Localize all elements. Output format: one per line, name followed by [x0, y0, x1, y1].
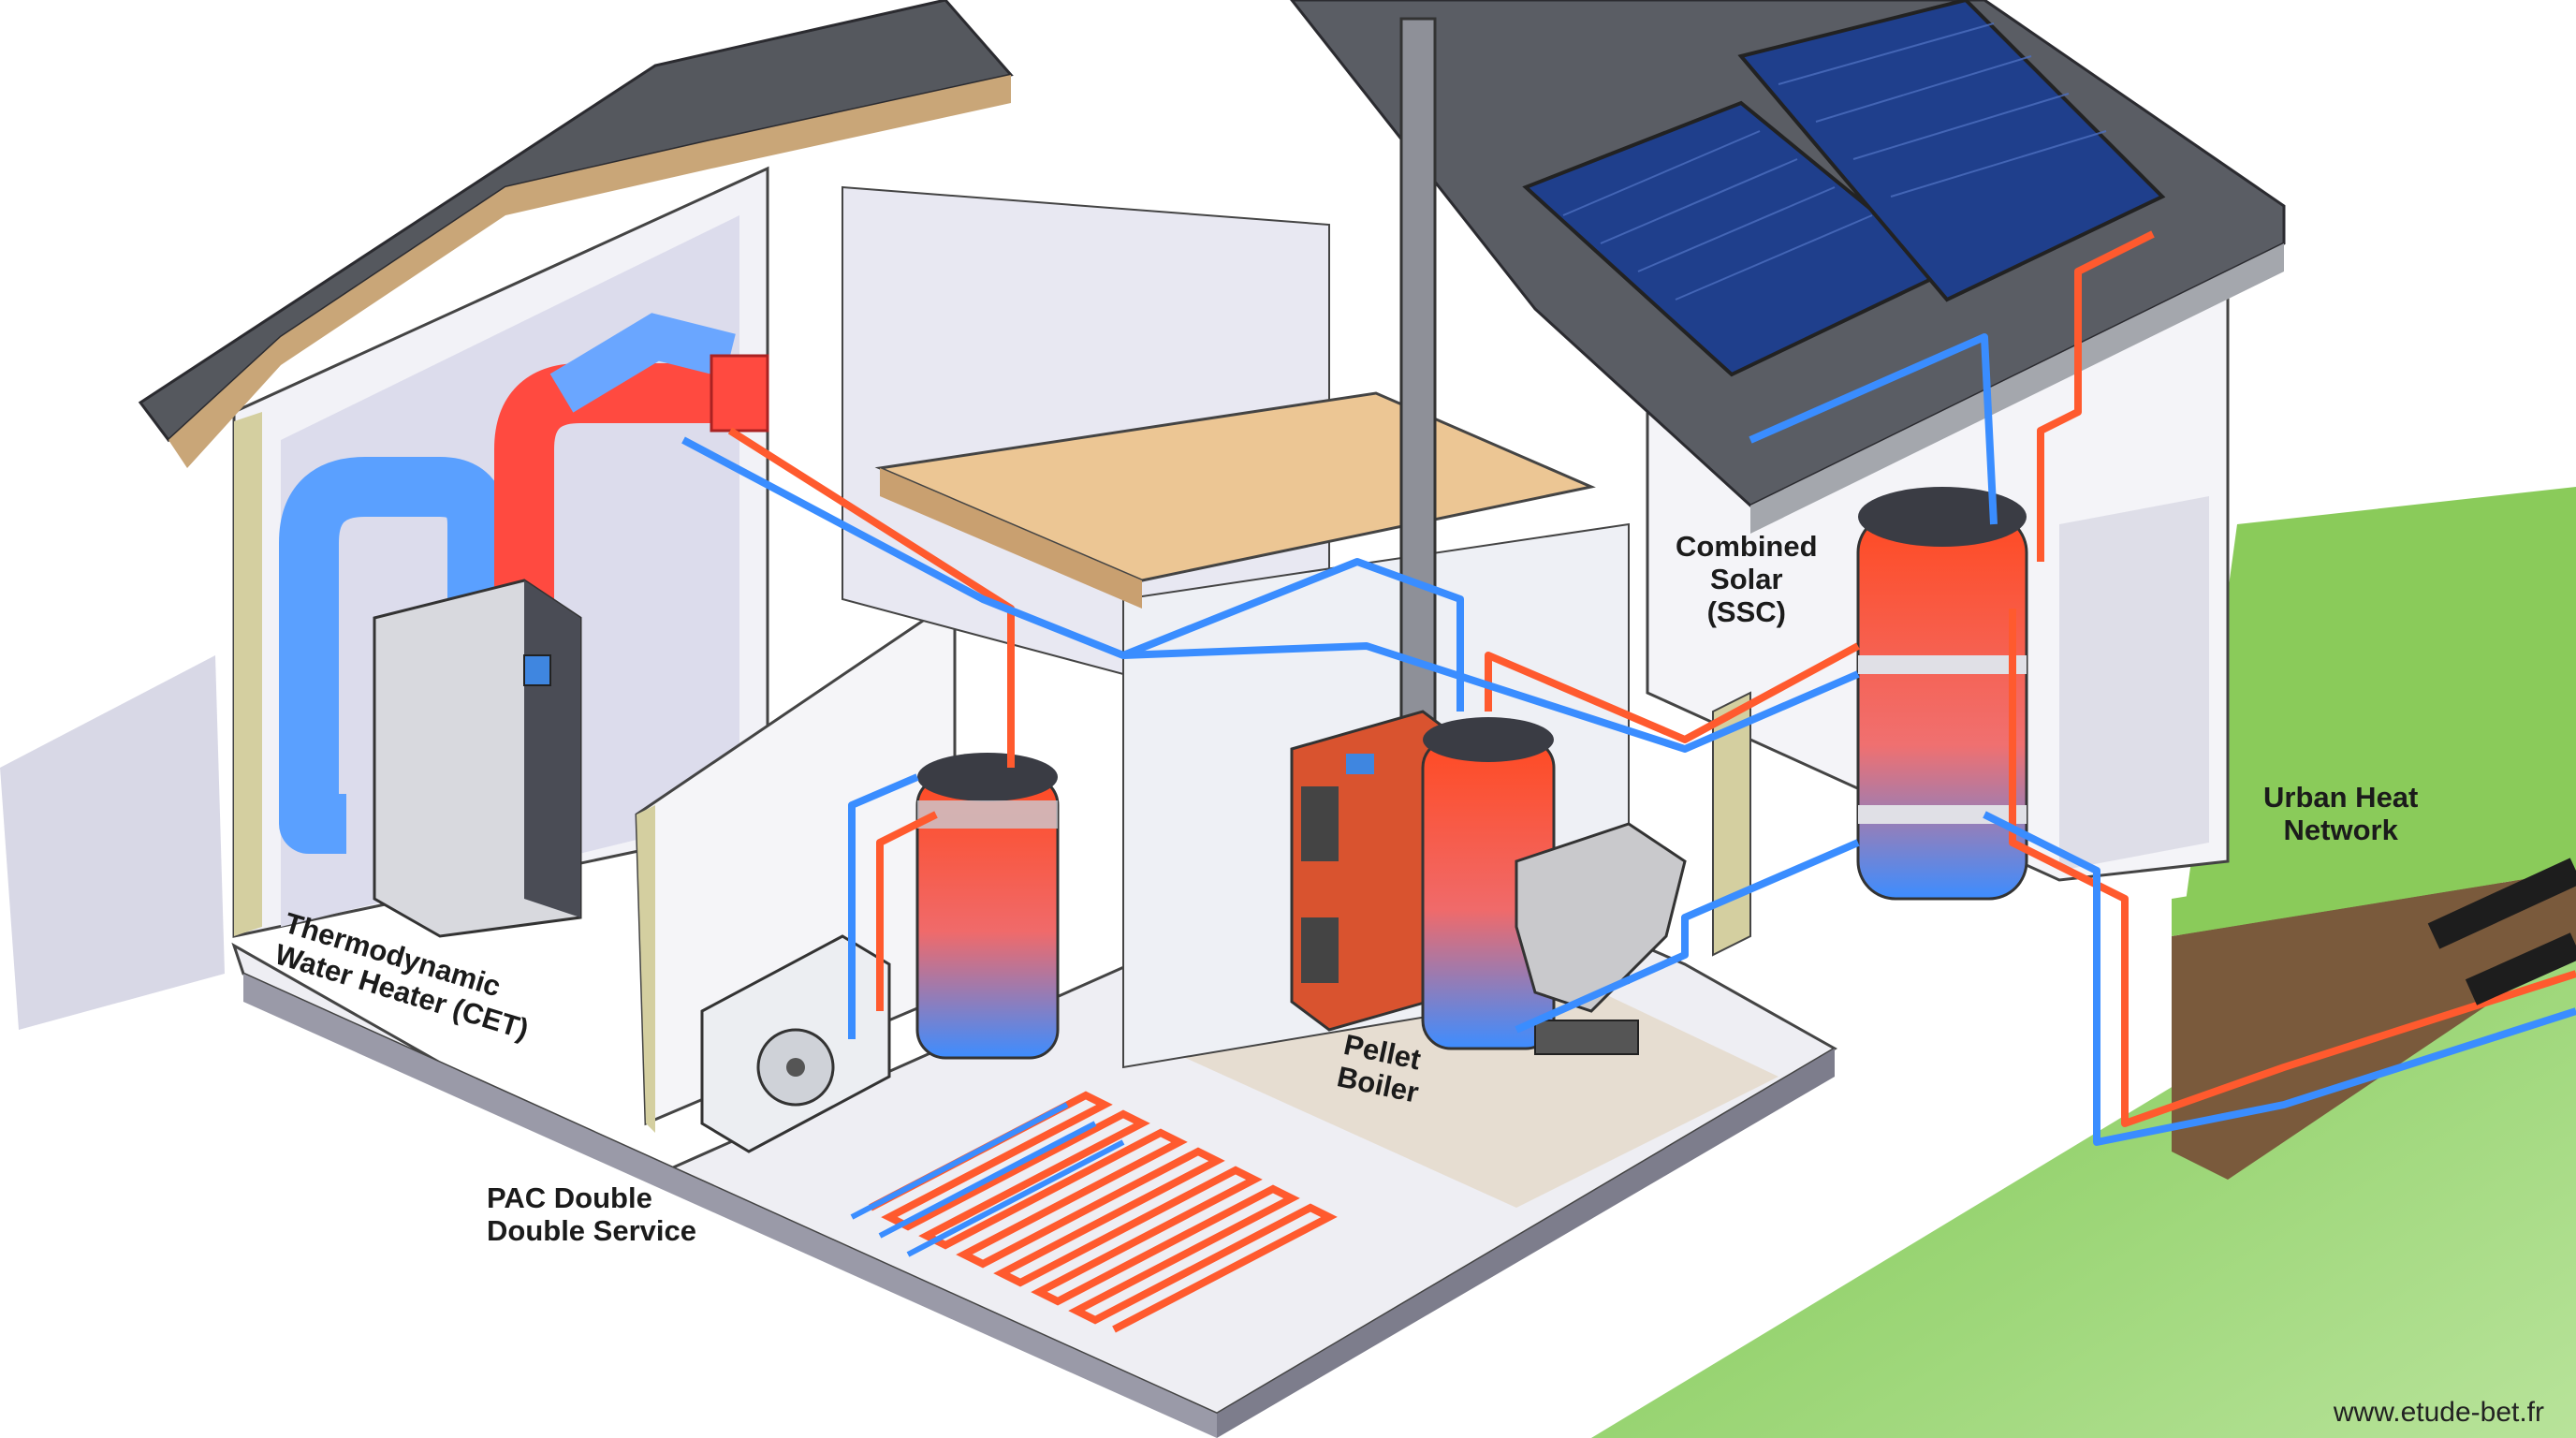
label-solar-line3: (SSC): [1706, 595, 1786, 628]
house-shadow: [0, 655, 225, 1030]
label-urban-line1: Urban Heat: [2263, 781, 2419, 814]
solar-panels: [1522, 0, 2166, 377]
ground-trench: [2172, 833, 2576, 1180]
label-solar-line2: Solar: [1710, 563, 1783, 595]
pellet-boiler: [1290, 710, 1687, 1055]
roof-left: [138, 0, 1014, 468]
pac-hot-water-tank: [915, 753, 1060, 1060]
cold-water-pipes: [681, 333, 2576, 1146]
label-urban-line2: Network: [2283, 814, 2398, 846]
label-urban-heat-network: Urban Heat Network: [2263, 781, 2418, 846]
label-combined-solar: Combined Solar (SSC): [1676, 530, 1818, 628]
chimney-flue: [1399, 17, 1437, 732]
urban-network-pipes: [2427, 858, 2576, 1005]
underfloor-heating-loop: [869, 1091, 1338, 1333]
label-pac-line1: PAC Double: [487, 1181, 652, 1214]
ventilation-ducts: [279, 313, 769, 854]
label-pac-line2: Double Service: [487, 1214, 696, 1247]
thermodynamic-water-heater-unit: [373, 579, 582, 938]
watermark-url: www.etude-bet.fr: [2333, 1397, 2544, 1428]
label-pac: PAC Double Double Service: [487, 1181, 696, 1247]
combined-solar-tank: [1856, 487, 2028, 901]
label-solar-line1: Combined: [1676, 530, 1818, 563]
outdoor-heat-pump-unit: [700, 934, 891, 1153]
